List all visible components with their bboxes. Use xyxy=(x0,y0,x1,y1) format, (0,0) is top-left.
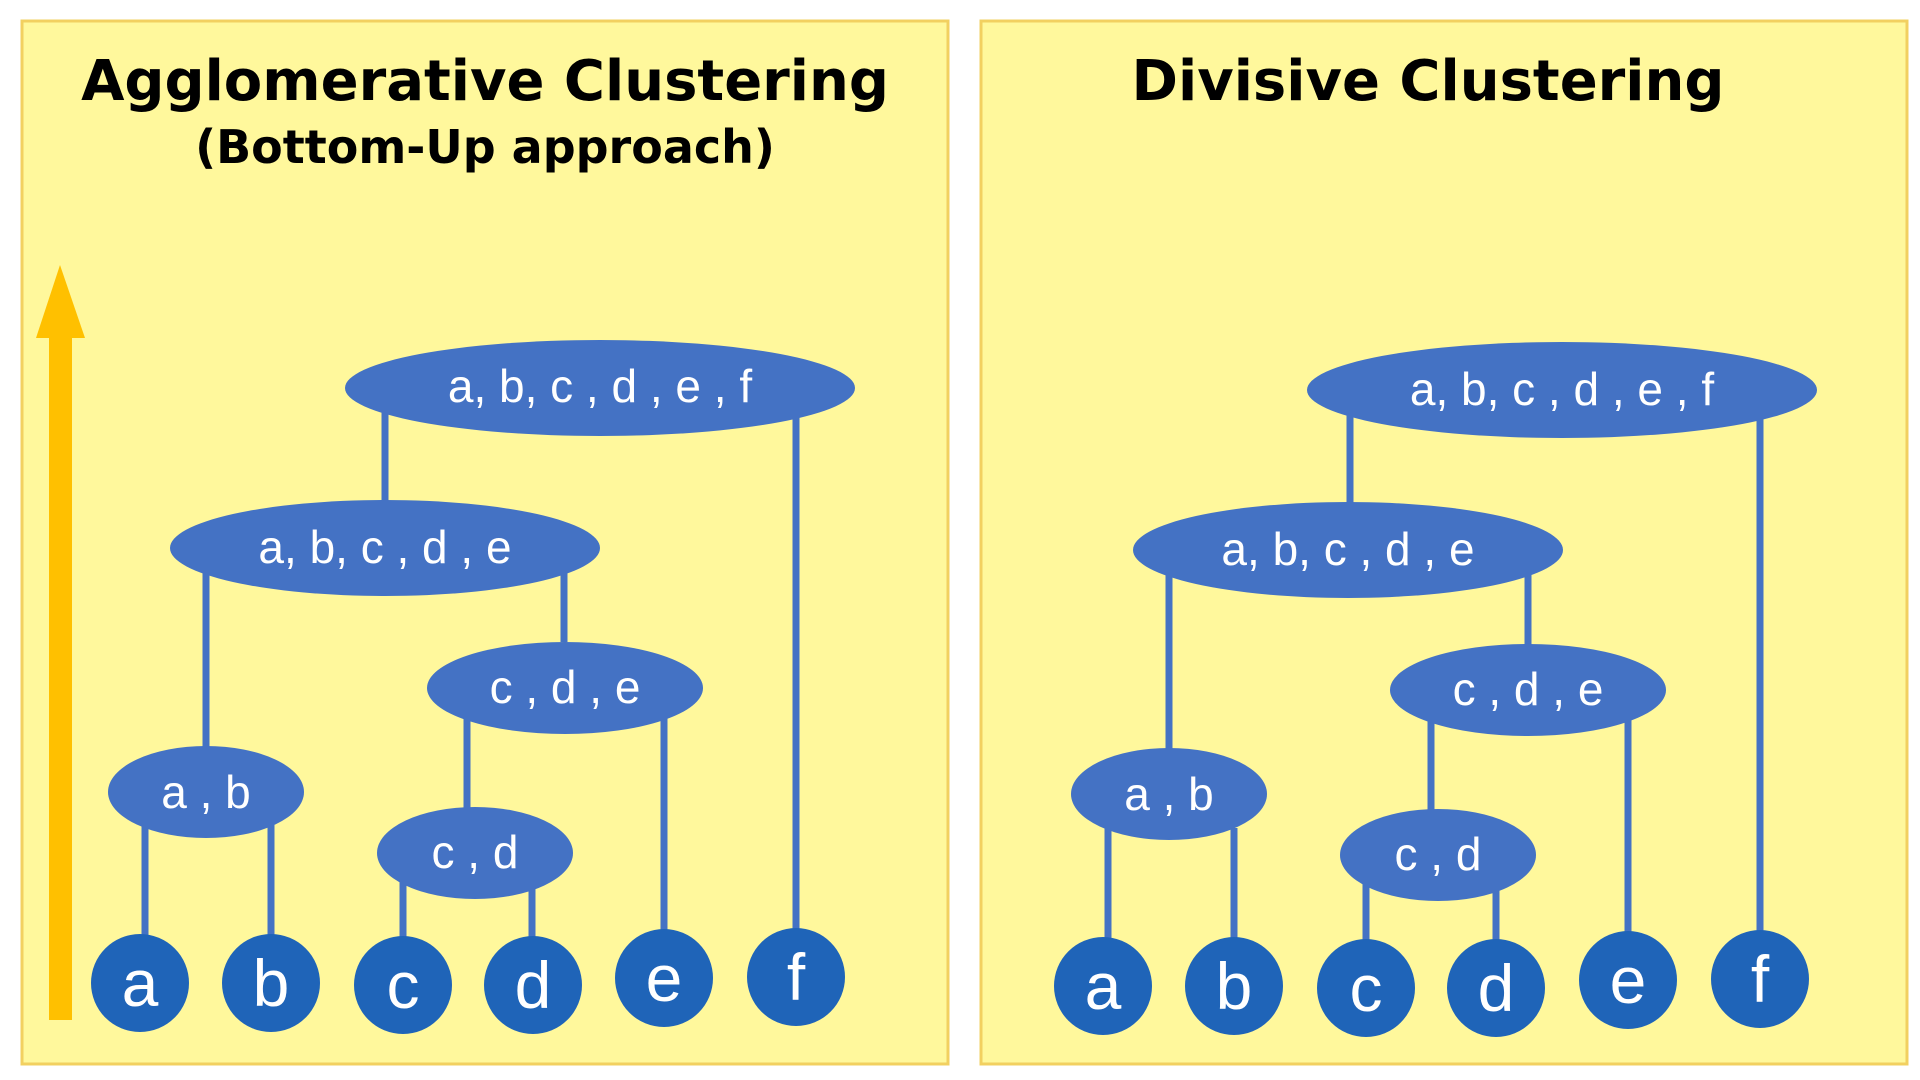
node-label: a, b, c , d , e xyxy=(258,521,511,573)
node-label: c , d xyxy=(432,826,519,878)
agglomerative-leaf-e: e xyxy=(615,929,713,1027)
divisive-node-abcde: a, b, c , d , e xyxy=(1133,502,1563,598)
agglomerative-node-cde: c , d , e xyxy=(427,642,703,734)
leaf-label: c xyxy=(387,948,420,1022)
divisive-leaf-a: a xyxy=(1054,937,1152,1035)
leaf-label: a xyxy=(1085,949,1122,1023)
divisive-panel: Divisive Clustering a, b, c , d , e , f … xyxy=(979,19,1909,1066)
node-label: a, b, c , d , e , f xyxy=(1410,363,1714,415)
agglomerative-leaf-d: d xyxy=(484,936,582,1034)
leaf-label: b xyxy=(253,946,290,1020)
divisive-leaf-d: d xyxy=(1447,939,1545,1037)
agglomerative-panel: Agglomerative Clustering (Bottom-Up appr… xyxy=(20,19,950,1066)
divisive-leaf-f: f xyxy=(1711,930,1809,1028)
divisive-edges xyxy=(1104,415,1764,940)
agglomerative-leaf-a: a xyxy=(91,934,189,1032)
node-label: a, b, c , d , e , f xyxy=(448,360,752,412)
leaf-label: e xyxy=(646,941,683,1015)
node-label: c , d , e xyxy=(1453,663,1604,715)
leaf-label: e xyxy=(1610,943,1647,1017)
agglomerative-edges xyxy=(141,412,800,938)
agglomerative-node-abcde: a, b, c , d , e xyxy=(170,500,600,596)
agglomerative-leaf-b: b xyxy=(222,934,320,1032)
node-label: a , b xyxy=(1124,768,1214,820)
node-label: a, b, c , d , e xyxy=(1221,523,1474,575)
leaf-label: c xyxy=(1350,951,1383,1025)
leaf-label: f xyxy=(787,940,806,1014)
divisive-node-cde: c , d , e xyxy=(1390,644,1666,736)
leaf-label: d xyxy=(515,948,552,1022)
divisive-node-ab: a , b xyxy=(1071,748,1267,840)
divisive-leaf-e: e xyxy=(1579,931,1677,1029)
agglomerative-node-abcdef: a, b, c , d , e , f xyxy=(345,340,855,436)
leaf-label: a xyxy=(122,946,159,1020)
divisive-node-abcdef: a, b, c , d , e , f xyxy=(1307,342,1817,438)
node-label: a , b xyxy=(161,766,251,818)
node-label: c , d , e xyxy=(490,661,641,713)
agglomerative-node-ab: a , b xyxy=(108,746,304,838)
divisive-title: Divisive Clustering xyxy=(1132,49,1725,114)
leaf-label: f xyxy=(1751,942,1770,1016)
node-label: c , d xyxy=(1395,828,1482,880)
upward-arrow-icon xyxy=(36,265,85,1020)
agglomerative-title: Agglomerative Clustering xyxy=(81,49,889,114)
leaf-label: b xyxy=(1216,949,1253,1023)
agglomerative-leaf-f: f xyxy=(747,928,845,1026)
divisive-node-cd: c , d xyxy=(1340,809,1536,901)
divisive-leaf-b: b xyxy=(1185,937,1283,1035)
agglomerative-leaf-c: c xyxy=(354,936,452,1034)
agglomerative-node-cd: c , d xyxy=(377,807,573,899)
leaf-label: d xyxy=(1478,951,1515,1025)
agglomerative-subtitle: (Bottom-Up approach) xyxy=(195,120,775,174)
divisive-leaf-c: c xyxy=(1317,939,1415,1037)
